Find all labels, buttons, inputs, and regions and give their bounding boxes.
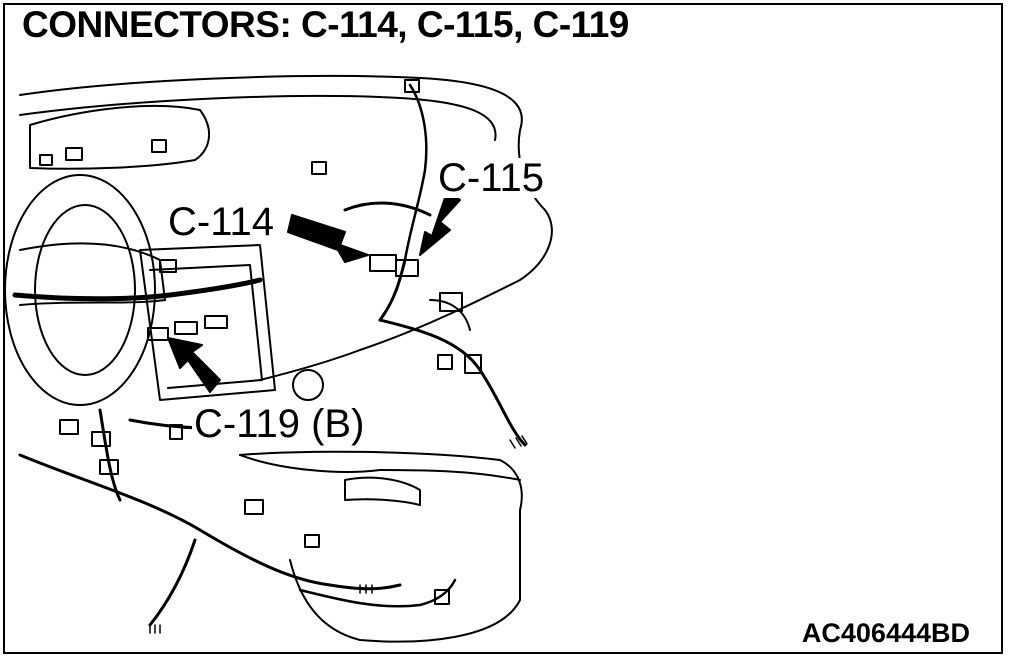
dashboard-top-outline — [19, 75, 553, 381]
arrow-c115 — [419, 191, 461, 256]
connector-grille-1 — [65, 147, 83, 161]
connector-left-1 — [59, 419, 79, 435]
connector-top-2 — [311, 161, 327, 175]
steering-column — [19, 242, 166, 306]
steering-wheel-outline — [4, 174, 156, 406]
callout-c115: C-115 — [436, 156, 546, 200]
harness-bottom — [148, 538, 197, 627]
connector-grille-2 — [151, 139, 167, 153]
arrow-c119 — [167, 337, 221, 393]
page-title: CONNECTORS: C-114, C-115, C-119 — [22, 4, 629, 45]
steering-wheel-inner — [34, 204, 136, 376]
connector-right-3 — [437, 354, 453, 370]
harness-small-right — [429, 299, 471, 331]
connector-c115 — [395, 259, 419, 277]
connector-c119-1 — [147, 327, 169, 341]
connector-lower-1 — [244, 499, 264, 515]
callout-c114: C-114 — [166, 200, 276, 244]
center-knob — [292, 369, 324, 401]
connector-right-1 — [439, 292, 463, 312]
center-panel — [139, 244, 276, 401]
lower-console — [239, 450, 523, 643]
console-lid — [344, 476, 421, 506]
dashboard-top-inner — [19, 95, 497, 141]
connector-right-2 — [464, 354, 482, 374]
connector-left-2 — [91, 431, 111, 447]
connector-lower-2 — [304, 534, 320, 548]
harness-right-drop — [378, 318, 527, 447]
wire-end-hatch-3 — [359, 584, 373, 594]
connector-left-3 — [99, 459, 119, 475]
connector-top-1 — [404, 79, 420, 93]
defroster-grille — [29, 104, 210, 170]
connector-c119-2 — [174, 321, 198, 335]
arrow-c114 — [287, 214, 369, 263]
harness-lower — [18, 453, 402, 591]
diagram-frame — [3, 3, 1003, 654]
connector-center — [159, 259, 177, 273]
harness-left-drop — [98, 408, 122, 502]
connector-lower-3 — [434, 589, 450, 605]
connector-mid — [169, 424, 183, 440]
connector-c114 — [369, 254, 397, 272]
harness-c115-loop — [343, 201, 432, 217]
connector-c119-3 — [204, 315, 228, 329]
wire-end-hatch-1 — [149, 624, 161, 634]
harness-top — [403, 83, 428, 262]
connector-grille-3 — [39, 154, 53, 166]
wire-end-hatch-2 — [509, 435, 528, 449]
harness-main-left — [12, 277, 263, 302]
callout-c119: C-119 (B) — [192, 402, 367, 446]
reference-code: AC406444BD — [801, 618, 970, 648]
lower-console-top — [239, 454, 521, 481]
harness-vertical — [378, 258, 407, 322]
